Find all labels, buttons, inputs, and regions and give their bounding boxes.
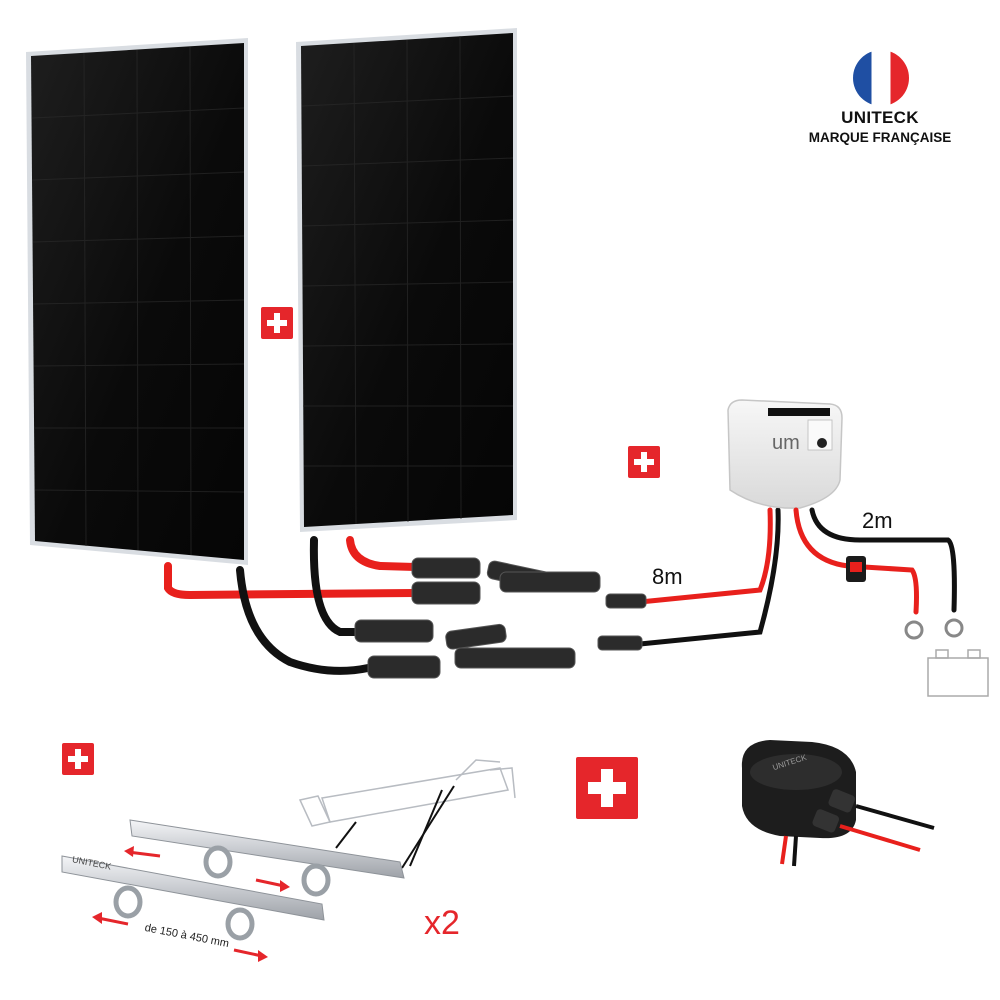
- cable-length-8m: 8m: [652, 564, 683, 589]
- brand-tagline: MARQUE FRANÇAISE: [808, 130, 952, 145]
- mounting-rail-2: [61, 855, 325, 962]
- plus-icon: [576, 757, 638, 819]
- plus-icon: [628, 446, 660, 478]
- solar-panel-1: [26, 38, 248, 565]
- plus-icon: [261, 307, 293, 339]
- plus-icon: [62, 743, 94, 775]
- solar-panel-2: [296, 28, 517, 532]
- quantity-label: x2: [424, 904, 460, 942]
- french-flag-icon: [853, 50, 909, 106]
- cable-length-2m: 2m: [862, 508, 893, 533]
- mc4-connectors: [354, 557, 647, 679]
- transparent-bracket: [298, 759, 516, 869]
- brand-block: UNITECK MARQUE FRANÇAISE: [800, 108, 960, 145]
- controller-logo: um: [772, 432, 800, 454]
- brand-name: UNITECK: [841, 108, 919, 127]
- charge-controller: [727, 399, 843, 509]
- cable-gland: [741, 740, 935, 867]
- mounting-rail-1: [124, 819, 405, 897]
- battery-icon: [927, 649, 989, 697]
- battery-cables: [793, 507, 964, 640]
- panel-cables: [164, 507, 781, 675]
